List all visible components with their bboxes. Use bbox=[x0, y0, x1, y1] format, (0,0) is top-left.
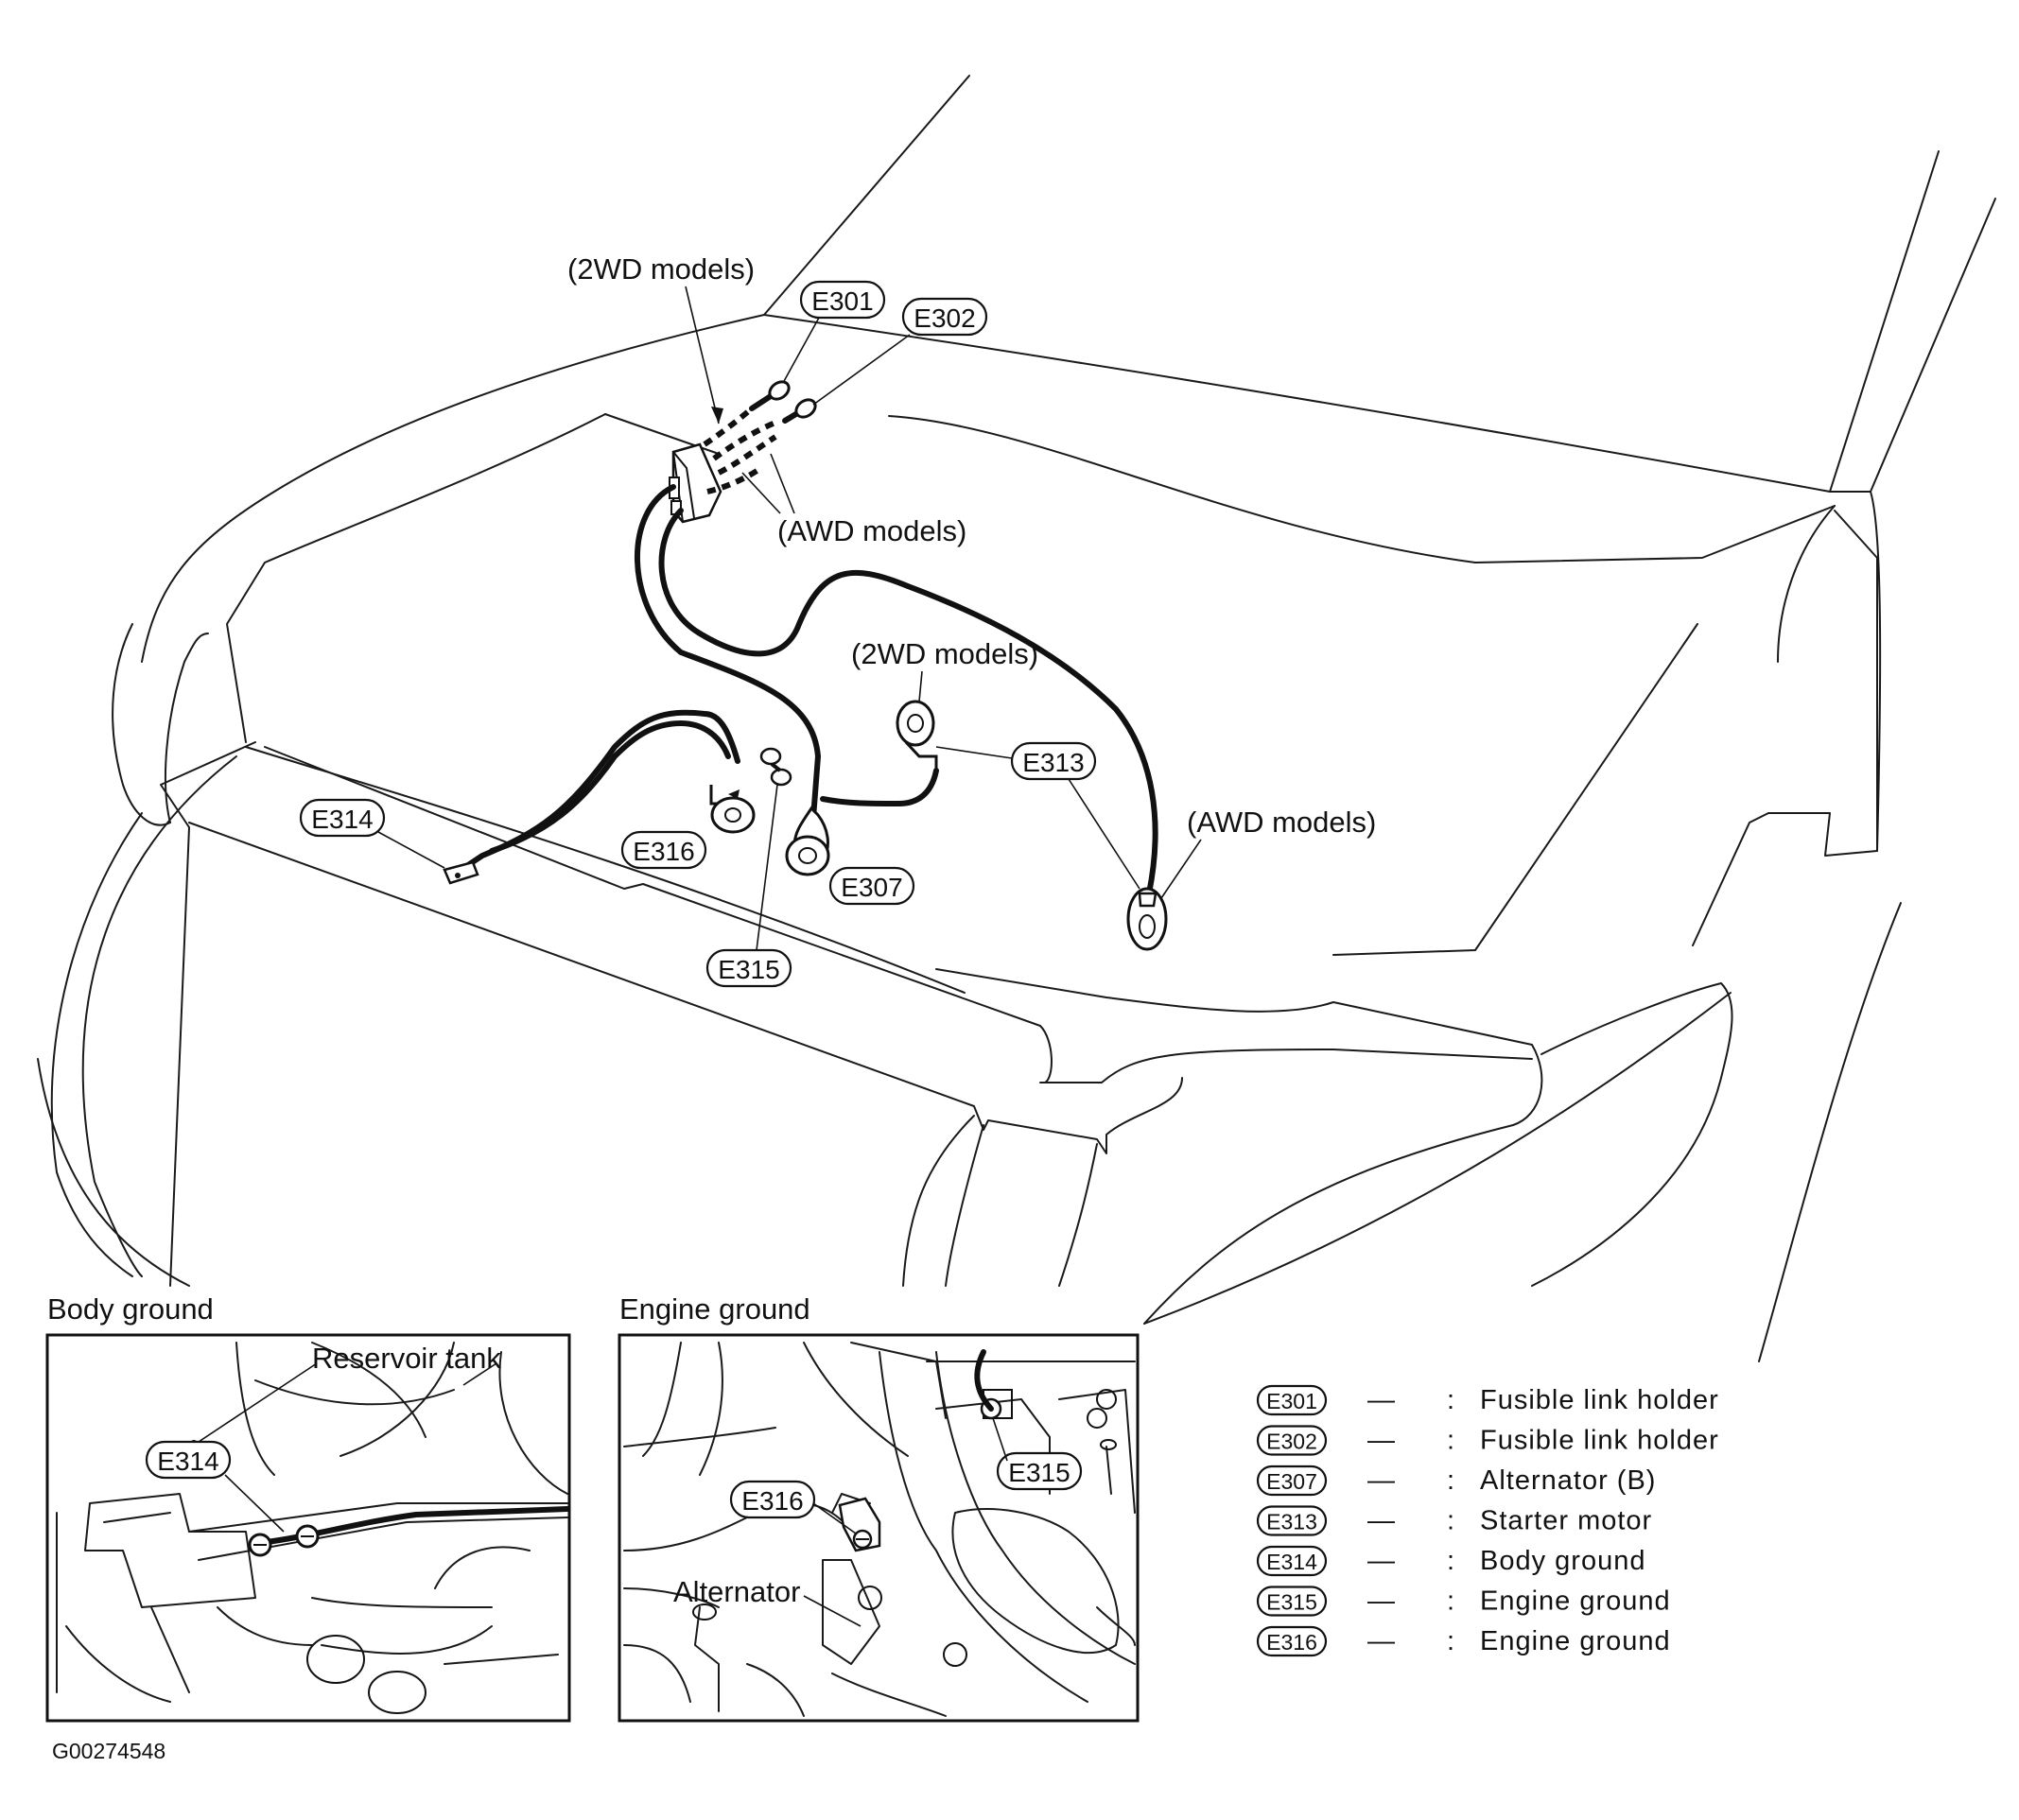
legend-code: E314 bbox=[1266, 1550, 1317, 1574]
legend-colon: : bbox=[1447, 1506, 1455, 1536]
legend-dash: — bbox=[1367, 1465, 1396, 1496]
vehicle-body-outline bbox=[37, 75, 1996, 1362]
legend-row: E313 —: Starter motor bbox=[1256, 1505, 1652, 1536]
callout-awd-top: (AWD models) bbox=[741, 453, 966, 547]
legend-dash: — bbox=[1367, 1385, 1396, 1415]
legend-code-badge bbox=[1256, 1545, 1328, 1577]
inset-title-body-ground: Body ground bbox=[47, 1292, 214, 1326]
legend-dash: — bbox=[1367, 1586, 1396, 1617]
svg-text:E314: E314 bbox=[311, 805, 373, 834]
connector-e316: E316 bbox=[620, 830, 707, 870]
legend-colon: : bbox=[1447, 1546, 1455, 1576]
legend-dash: — bbox=[1367, 1626, 1396, 1656]
legend-description: Body ground bbox=[1480, 1546, 1645, 1576]
legend-dash: — bbox=[1367, 1426, 1396, 1456]
label-e316-inset: E316 bbox=[741, 1486, 803, 1516]
legend-dash: — bbox=[1367, 1506, 1396, 1536]
callout-2wd-top: (2WD models) bbox=[567, 252, 755, 425]
label-2wd-models-top: (2WD models) bbox=[567, 252, 755, 286]
legend-code-badge bbox=[1256, 1625, 1328, 1657]
connector-e313: E313 bbox=[935, 741, 1140, 890]
connector-e302: E302 bbox=[812, 297, 988, 406]
figure-id: G00274548 bbox=[52, 1739, 165, 1763]
legend-description: Starter motor bbox=[1480, 1506, 1652, 1536]
legend-row: E302 —: Fusible link holder bbox=[1256, 1425, 1719, 1456]
label-2wd-models-mid: (2WD models) bbox=[851, 637, 1038, 670]
legend-code-badge bbox=[1256, 1586, 1328, 1617]
legend-code: E316 bbox=[1266, 1630, 1317, 1655]
legend-code: E315 bbox=[1266, 1590, 1317, 1615]
svg-text:E313: E313 bbox=[1022, 748, 1084, 777]
legend-code: E302 bbox=[1266, 1430, 1317, 1454]
legend-colon: : bbox=[1447, 1586, 1455, 1617]
legend-code: E307 bbox=[1266, 1469, 1317, 1494]
label-e315-inset: E315 bbox=[1008, 1458, 1070, 1487]
label-reservoir-tank: Reservoir tank bbox=[312, 1342, 501, 1375]
legend-description: Alternator (B) bbox=[1480, 1465, 1656, 1496]
callout-awd-right: (AWD models) bbox=[1160, 806, 1376, 899]
inset-engine-ground: Engine ground bbox=[618, 1292, 1140, 1723]
legend-colon: : bbox=[1447, 1426, 1455, 1456]
svg-text:E301: E301 bbox=[811, 286, 873, 316]
legend-row: E316 —: Engine ground bbox=[1256, 1625, 1671, 1657]
label-e314-inset: E314 bbox=[157, 1447, 218, 1476]
legend-row: E315 —: Engine ground bbox=[1256, 1586, 1671, 1617]
svg-text:E302: E302 bbox=[914, 303, 975, 333]
callout-2wd-mid: (2WD models) bbox=[851, 637, 1038, 702]
legend-description: Engine ground bbox=[1480, 1586, 1671, 1617]
connector-e301: E301 bbox=[782, 280, 886, 384]
legend-row: E307 —: Alternator (B) bbox=[1256, 1465, 1656, 1497]
legend-code-badge bbox=[1256, 1425, 1328, 1456]
label-awd-models-right: (AWD models) bbox=[1187, 806, 1376, 839]
battery-cables bbox=[443, 380, 1168, 951]
legend-dash: — bbox=[1367, 1546, 1396, 1576]
connector-e314: E314 bbox=[299, 798, 445, 869]
legend-code-badge bbox=[1256, 1384, 1328, 1416]
legend-code: E313 bbox=[1266, 1510, 1317, 1534]
inset-body-ground: Body ground bbox=[45, 1292, 571, 1723]
legend-description: Fusible link holder bbox=[1480, 1385, 1719, 1415]
legend-code-badge bbox=[1256, 1505, 1328, 1536]
svg-text:E315: E315 bbox=[718, 955, 779, 984]
connector-e307: E307 bbox=[828, 866, 915, 906]
connector-e315: E315 bbox=[705, 784, 792, 988]
legend-colon: : bbox=[1447, 1465, 1455, 1496]
legend-code: E301 bbox=[1266, 1389, 1317, 1413]
legend-description: Engine ground bbox=[1480, 1626, 1671, 1656]
legend-row: E314 —: Body ground bbox=[1256, 1545, 1645, 1577]
label-awd-models-top: (AWD models) bbox=[777, 514, 966, 547]
legend-colon: : bbox=[1447, 1626, 1455, 1656]
inset-title-engine-ground: Engine ground bbox=[619, 1292, 810, 1326]
label-alternator: Alternator bbox=[673, 1575, 800, 1608]
legend-colon: : bbox=[1447, 1385, 1455, 1415]
legend-description: Fusible link holder bbox=[1480, 1426, 1719, 1456]
svg-text:E316: E316 bbox=[633, 837, 694, 866]
svg-text:E307: E307 bbox=[841, 873, 902, 902]
body-ground-illustration bbox=[56, 1342, 570, 1714]
legend-code-badge bbox=[1256, 1465, 1328, 1497]
legend-row: E301 —: Fusible link holder bbox=[1256, 1384, 1719, 1416]
